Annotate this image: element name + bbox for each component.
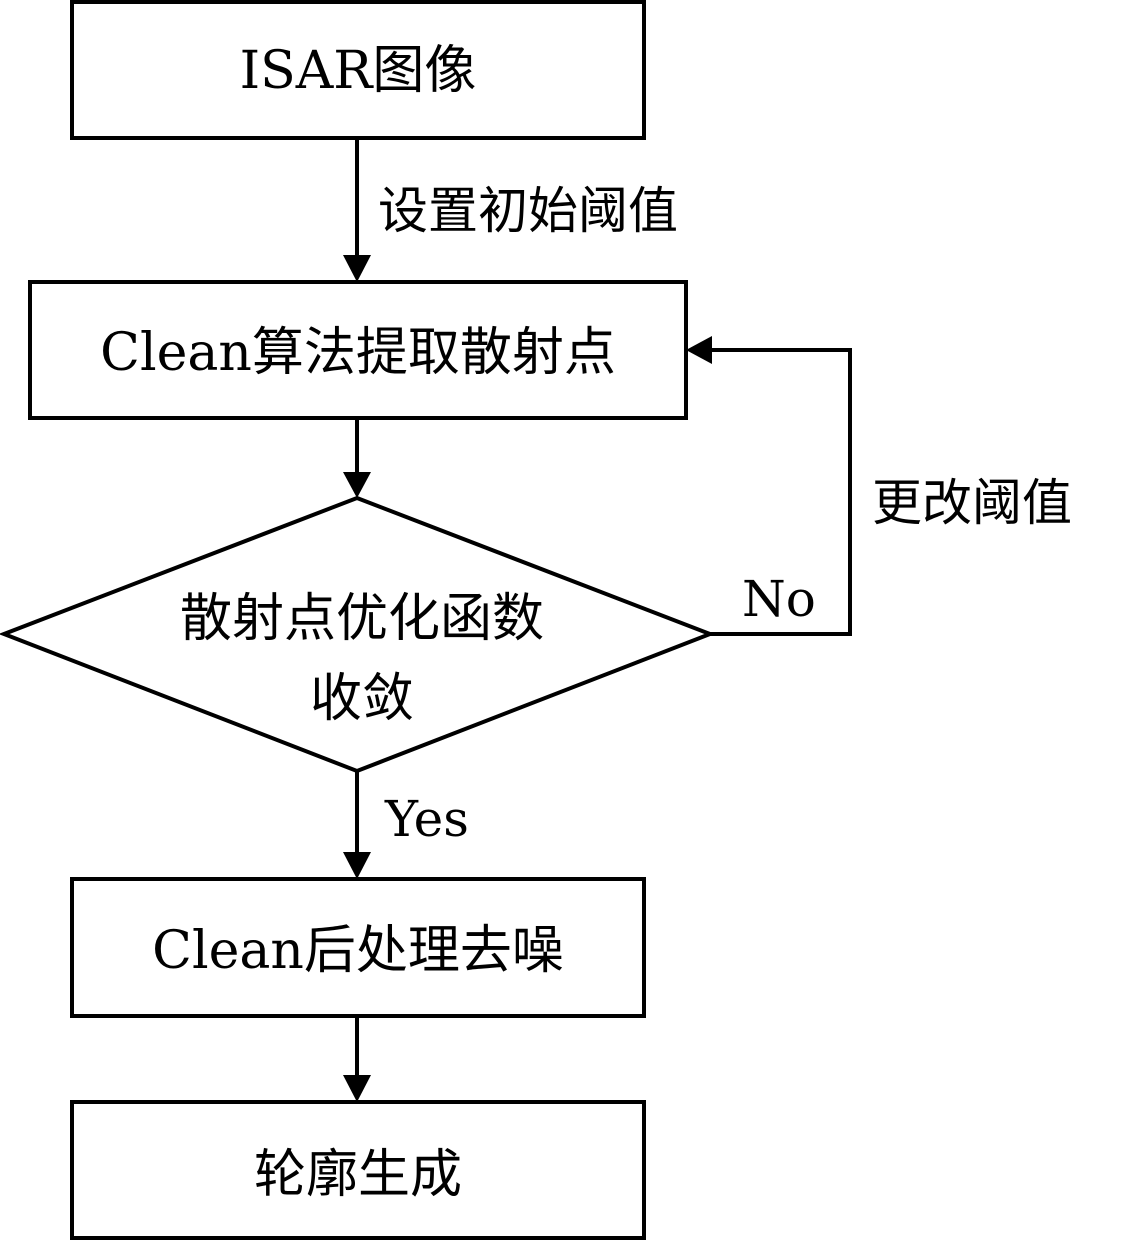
node-contour-box [70,1100,646,1240]
edge-isar-to-clean [343,140,371,282]
edge-no-loop-arrowhead [686,336,712,364]
node-decision-label-line2: 收敛 [310,669,414,729]
node-contour: 轮廓生成 [70,1100,646,1240]
edge-clean-to-decision-arrowhead [343,472,371,498]
node-decision-label-line1: 散射点优化函数 [180,589,544,649]
node-clean-post-label: Clean后处理去噪 [152,921,564,981]
edge-label-yes: Yes [384,790,469,848]
node-clean-post: Clean后处理去噪 [70,877,646,1018]
node-contour-label: 轮廓生成 [254,1145,462,1205]
node-decision: 散射点优化函数 收敛 [0,495,716,774]
node-clean-extract-label: Clean算法提取散射点 [100,323,616,383]
edge-label-set-initial-threshold: 设置初始阈值 [378,182,678,240]
edge-no-loop [686,336,852,636]
node-clean-extract: Clean算法提取散射点 [28,280,688,420]
edge-yes-arrowhead [343,852,371,879]
edge-label-change-threshold: 更改阈值 [872,474,1072,532]
node-clean-post-box [70,877,646,1018]
edge-label-no: No [742,570,816,628]
edge-post-to-contour-arrowhead [343,1075,371,1102]
node-isar-image: ISAR图像 [70,0,646,140]
edge-no-loop-line [710,348,852,636]
edge-post-to-contour [343,1018,371,1102]
edge-yes [343,771,371,879]
edge-isar-to-clean-arrowhead [343,255,371,282]
node-clean-extract-box [28,280,688,420]
edge-clean-to-decision [343,420,371,498]
node-isar-image-box [70,0,646,140]
node-isar-image-label: ISAR图像 [240,41,477,101]
